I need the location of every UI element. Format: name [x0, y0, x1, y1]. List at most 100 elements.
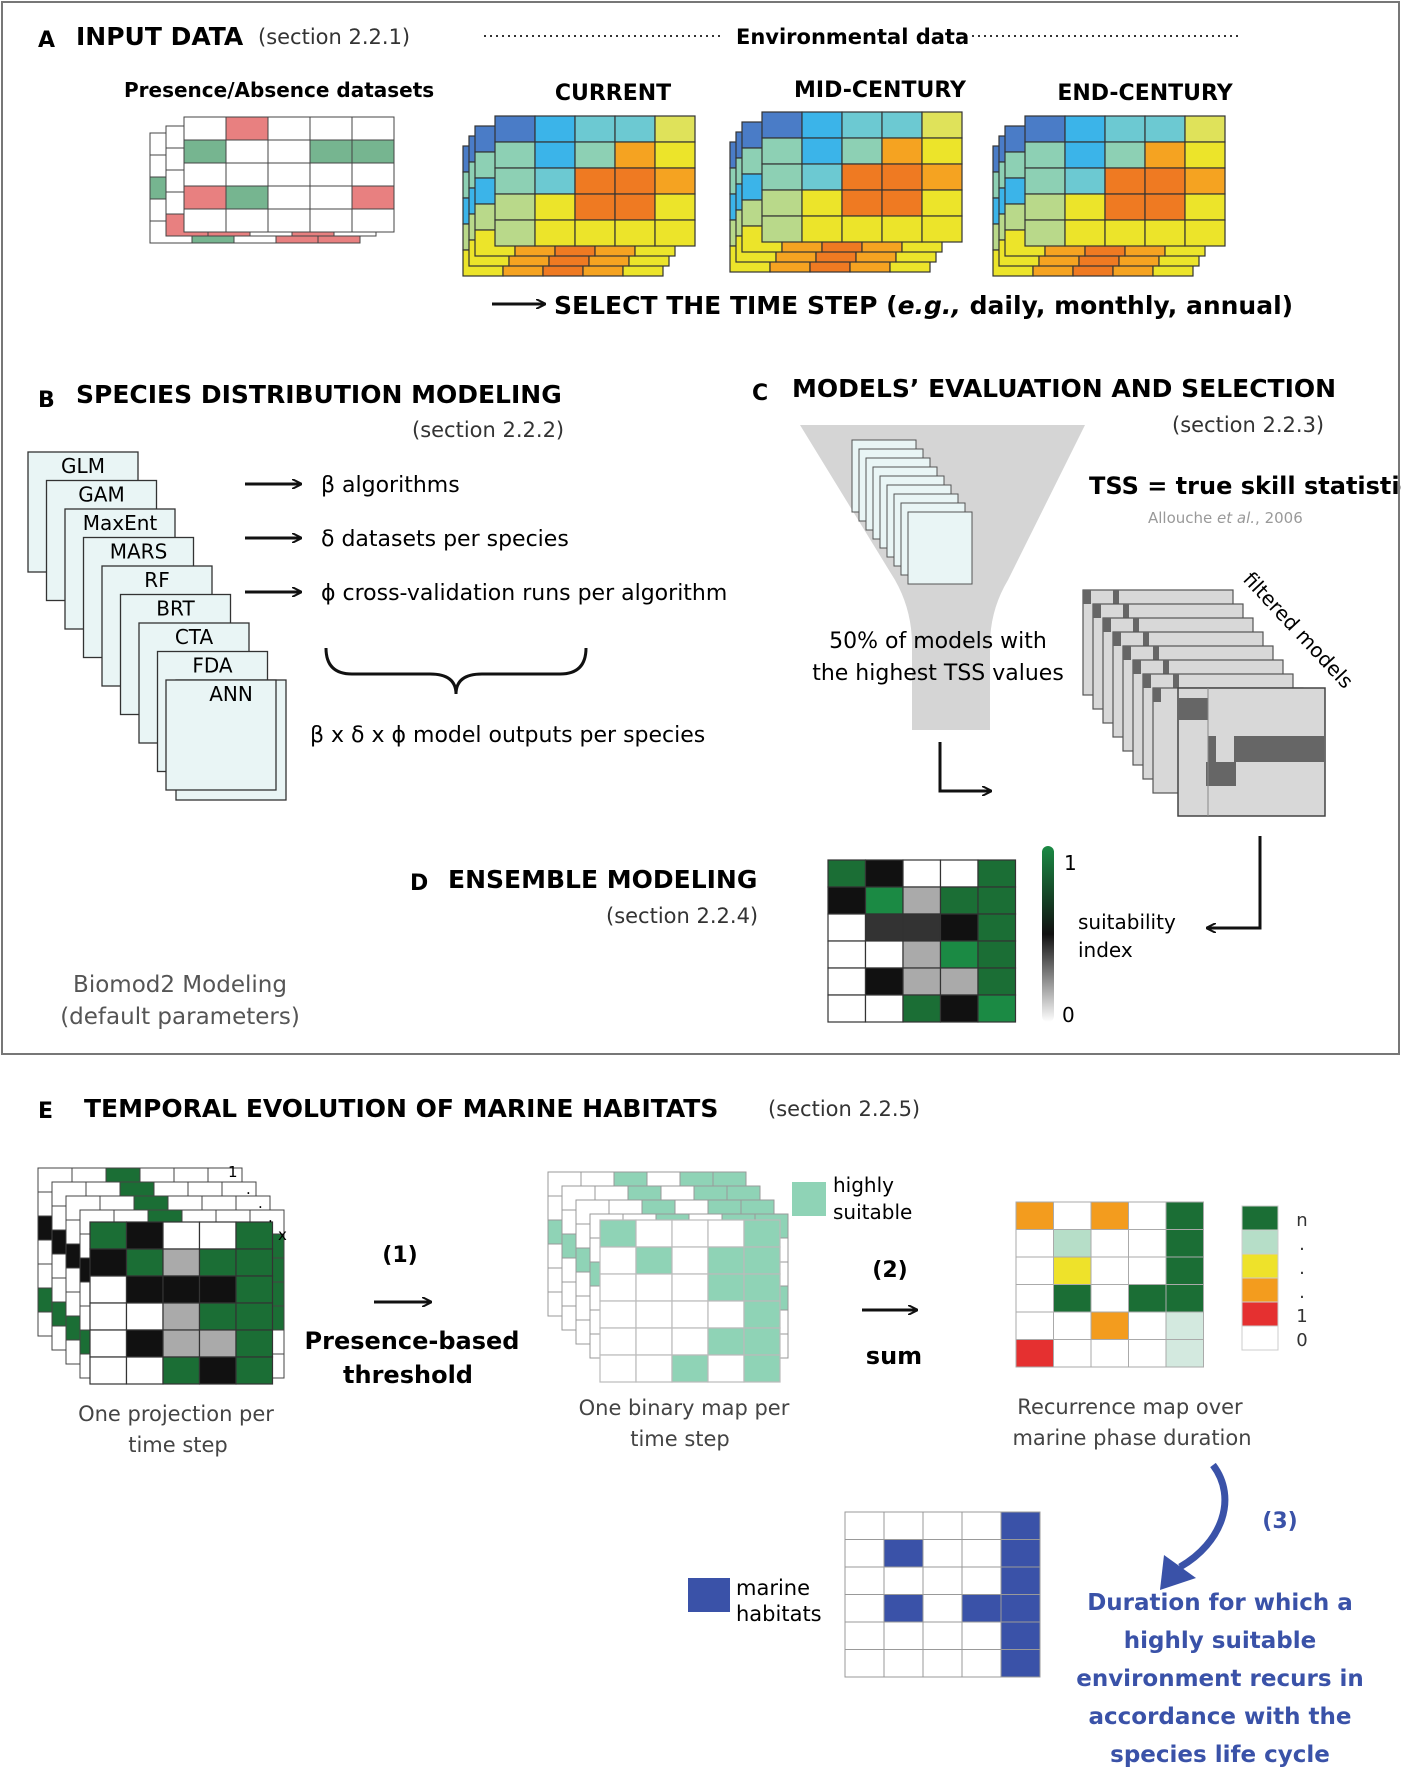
- env-map-1: [729, 111, 963, 273]
- env-map-2: [992, 115, 1226, 277]
- grid-cell: [883, 1539, 924, 1568]
- grid-cell: [1104, 167, 1146, 195]
- grid-cell: [654, 193, 696, 221]
- grid-cell: [1000, 1594, 1041, 1623]
- grid-cell: [351, 116, 395, 141]
- map-label-mid-century: MID-CENTURY: [794, 78, 967, 103]
- grid-cell: [235, 1356, 274, 1385]
- grid-cell: [1165, 1339, 1204, 1368]
- panel-d-title: ENSEMBLE MODELING: [448, 865, 757, 894]
- grid-cell: [881, 137, 923, 165]
- grid-cell: [844, 1566, 885, 1595]
- grid-cell: [614, 167, 656, 195]
- binary-map-stack: [547, 1171, 789, 1383]
- grid-cell: [671, 1273, 709, 1302]
- grid-cell: [1000, 1511, 1041, 1540]
- grid-cell: [921, 137, 963, 165]
- grid-cell: [883, 1566, 924, 1595]
- grid-cell: [1104, 219, 1146, 247]
- step-3-curved-arrow: [1178, 1462, 1229, 1571]
- grid-cell: [671, 1354, 709, 1383]
- grid-cell: [841, 163, 883, 191]
- grid-cell: [225, 208, 269, 233]
- grid-cell: [761, 137, 803, 165]
- grid-cell: [939, 940, 979, 969]
- grid-cell: [162, 1302, 201, 1331]
- panel-c-title: MODELS’ EVALUATION AND SELECTION: [792, 374, 1336, 403]
- suitability-colorbar: [1042, 846, 1054, 1022]
- grid-cell: [1024, 193, 1066, 221]
- grid-cell: [827, 886, 867, 915]
- grid-cell: [864, 940, 904, 969]
- grid-cell: [599, 1219, 637, 1248]
- grid-cell: [1024, 115, 1066, 143]
- grid-cell: [89, 1302, 128, 1331]
- step-2-label: (2): [872, 1258, 907, 1283]
- grid-cell: [902, 967, 942, 996]
- grid-cell: [235, 1329, 274, 1358]
- grid-cell: [614, 219, 656, 247]
- grid-cell: [902, 940, 942, 969]
- grid-cell: [977, 967, 1017, 996]
- grid-cell: [654, 219, 696, 247]
- grid-cell: [939, 913, 979, 942]
- binary-caption-line2: time step: [630, 1427, 730, 1451]
- projection-caption-line1: One projection per: [78, 1402, 274, 1426]
- step-1-label: (1): [382, 1243, 417, 1268]
- grid-cell: [534, 141, 576, 169]
- grid-cell: [844, 1539, 885, 1568]
- grid-cell: [162, 1329, 201, 1358]
- grid-cell: [1024, 167, 1066, 195]
- panel-a-letter: A: [38, 28, 55, 53]
- grid-cell: [494, 219, 536, 247]
- projection-stack: [37, 1167, 285, 1385]
- grid-cell: [922, 1511, 963, 1540]
- grid-cell: [1128, 1284, 1167, 1313]
- grid-cell: [635, 1219, 673, 1248]
- grid-cell: [1053, 1201, 1092, 1230]
- grid-cell: [351, 162, 395, 187]
- grid-cell: [614, 193, 656, 221]
- grid-cell: [707, 1354, 745, 1383]
- recurrence-map: [1015, 1201, 1204, 1368]
- grid-cell: [961, 1539, 1002, 1568]
- grid-cell: [635, 1327, 673, 1356]
- grid-cell: [977, 886, 1017, 915]
- grid-cell: [883, 1511, 924, 1540]
- grid-cell: [1090, 1339, 1129, 1368]
- stack-dots: .: [258, 1194, 263, 1212]
- panel-e: E TEMPORAL EVOLUTION OF MARINE HABITATS …: [37, 1094, 1364, 1768]
- grid-cell: [351, 208, 395, 233]
- grid-cell: [841, 111, 883, 139]
- tss-citation: Allouche et al., 2006: [1148, 509, 1303, 527]
- grid-cell: [125, 1302, 164, 1331]
- grid-cell: [309, 185, 353, 210]
- algorithm-label: ANN: [209, 682, 253, 706]
- duration-line-1: Duration for which a: [1087, 1590, 1353, 1616]
- algorithm-label: RF: [144, 568, 169, 592]
- suitability-max: 1: [1064, 851, 1077, 875]
- grid-cell: [844, 1594, 885, 1623]
- grid-cell: [1090, 1201, 1129, 1230]
- grid-cell: [1165, 1311, 1204, 1340]
- grid-cell: [1015, 1311, 1054, 1340]
- grid-cell: [267, 208, 311, 233]
- grid-cell: [827, 967, 867, 996]
- panel-c: C MODELS’ EVALUATION AND SELECTION (sect…: [752, 374, 1401, 928]
- legend-swatch: [1241, 1229, 1279, 1255]
- grid-cell: [125, 1356, 164, 1385]
- grid-cell: [922, 1649, 963, 1678]
- grid-cell: [225, 162, 269, 187]
- grid-cell: [844, 1511, 885, 1540]
- panel-b-title: SPECIES DISTRIBUTION MODELING: [76, 380, 562, 409]
- grid-cell: [1053, 1284, 1092, 1313]
- grid-cell: [902, 994, 942, 1023]
- grid-cell: [939, 994, 979, 1023]
- funnel-text-line2: the highest TSS values: [812, 661, 1064, 686]
- grid-cell: [801, 163, 843, 191]
- grid-cell: [707, 1273, 745, 1302]
- legend-label: .: [1299, 1258, 1305, 1279]
- algorithm-label: MaxEnt: [83, 511, 158, 535]
- timestep-label: SELECT THE TIME STEP (e.g., daily, month…: [554, 291, 1293, 320]
